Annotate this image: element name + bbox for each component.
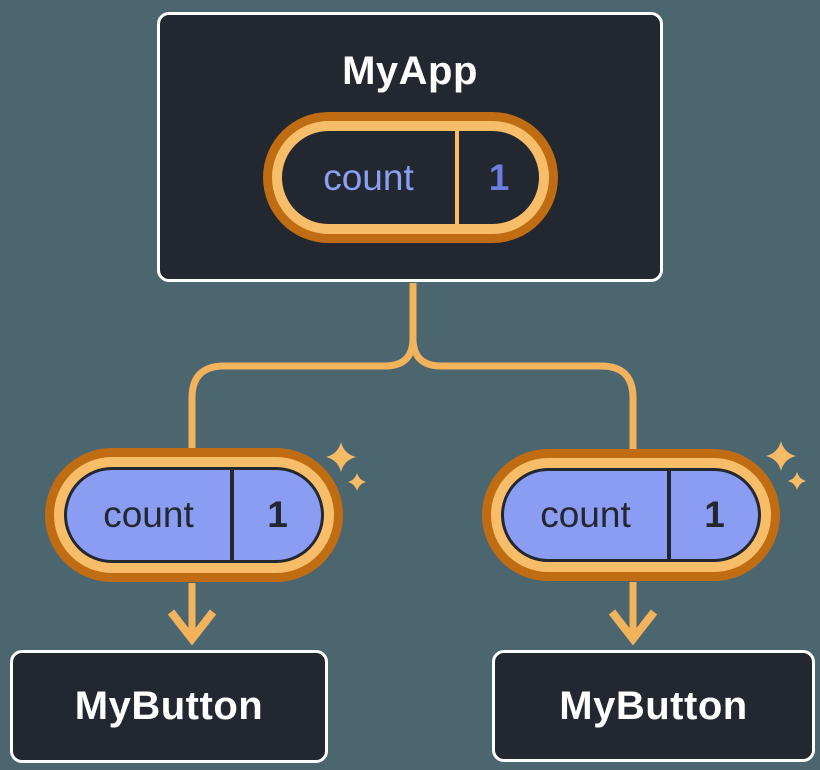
- state-pill-divider: [667, 471, 671, 559]
- sparkle-icon-right: [766, 441, 806, 490]
- state-pill-divider: [230, 470, 234, 560]
- state-pill-child-right-body: count 1: [501, 468, 761, 562]
- connector-root-to-left-pill: [188, 283, 417, 449]
- state-label: count: [103, 494, 194, 535]
- state-value: 1: [267, 494, 288, 535]
- arrow-head-left-icon: [167, 609, 217, 646]
- state-value: 1: [488, 156, 510, 198]
- state-pill-child-left-ring: count 1: [54, 457, 334, 573]
- component-box-mybutton-left: MyButton: [10, 650, 328, 763]
- state-pill-child-right-ring: count 1: [491, 458, 771, 572]
- arrow-head-right-icon: [608, 609, 658, 646]
- connector-root-to-right-pill: [409, 283, 637, 451]
- state-pill-root: count 1: [263, 112, 558, 243]
- state-pill-root-body: count 1: [282, 131, 539, 224]
- sparkle-icon-left: [326, 442, 366, 491]
- component-box-mybutton-right: MyButton: [492, 650, 815, 762]
- state-pill-child-right: count 1: [482, 449, 780, 581]
- state-value: 1: [704, 494, 725, 535]
- state-pill-child-left: count 1: [45, 448, 343, 582]
- component-title-myapp: MyApp: [342, 49, 478, 93]
- state-label: count: [540, 494, 631, 535]
- state-pill-divider: [455, 131, 459, 224]
- component-title-mybutton-left: MyButton: [74, 684, 264, 728]
- component-title-mybutton-right: MyButton: [559, 683, 748, 728]
- state-label: count: [323, 156, 414, 198]
- state-pill-child-left-body: count 1: [64, 467, 324, 563]
- state-pill-root-ring: count 1: [272, 121, 549, 234]
